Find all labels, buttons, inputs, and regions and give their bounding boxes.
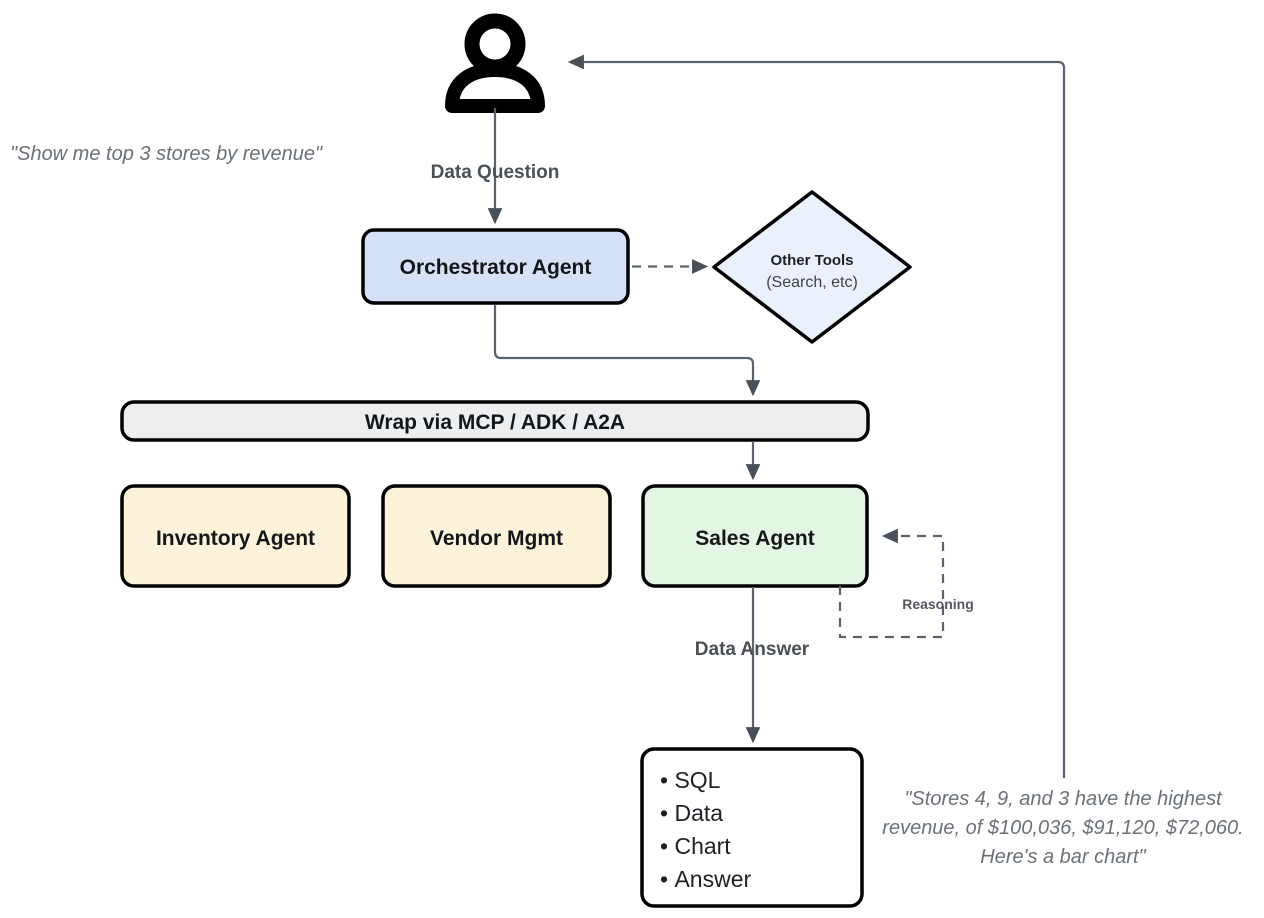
answer-quote-line-1: "Stores 4, 9, and 3 have the highest [904,788,1223,810]
node-other-tools[interactable]: Other Tools (Search, etc) [712,190,912,344]
node-label-other-tools: Other Tools [770,252,853,269]
answer-quote-line-2: revenue, of $100,036, $91,120, $72,060. [882,817,1243,839]
node-sublabel-other-tools: (Search, etc) [766,274,858,291]
output-item-3: • Answer [660,866,751,892]
edge-reasoning-loop [838,528,945,639]
edge-output-back-to-user [567,54,1066,778]
answer-quote-line-3: Here's a bar chart" [980,846,1146,868]
node-output-box[interactable]: • SQL • Data • Chart • Answer [640,747,864,908]
node-label-vendor-mgmt: Vendor Mgmt [430,527,563,550]
node-label-wrap-bar: Wrap via MCP / ADK / A2A [365,411,625,434]
user-quote: "Show me top 3 stores by revenue" [10,143,323,165]
bullet-glyph-2: • [660,833,674,859]
bullet-glyph-3: • [660,866,674,892]
node-orchestrator-agent[interactable]: Orchestrator Agent [361,228,630,305]
edge-label-data-question: Data Question [431,162,560,183]
bullet-glyph-1: • [660,800,674,826]
person-icon [445,13,545,113]
node-label-orchestrator: Orchestrator Agent [400,256,592,279]
edge-orchestrator-to-wrap-bar [493,305,761,397]
node-label-sales-agent: Sales Agent [695,527,814,550]
output-item-0: • SQL [660,767,721,793]
output-item-1: • Data [660,800,723,826]
node-inventory-agent[interactable]: Inventory Agent [120,484,351,588]
node-vendor-mgmt[interactable]: Vendor Mgmt [381,484,612,588]
output-item-2: • Chart [660,833,731,859]
node-label-inventory-agent: Inventory Agent [156,527,315,550]
node-sales-agent[interactable]: Sales Agent [641,484,869,588]
edge-label-data-answer: Data Answer [695,639,810,660]
bullet-glyph-0: • [660,767,674,793]
node-wrap-bar[interactable]: Wrap via MCP / ADK / A2A [120,400,870,442]
edge-label-reasoning: Reasoning [902,596,974,612]
